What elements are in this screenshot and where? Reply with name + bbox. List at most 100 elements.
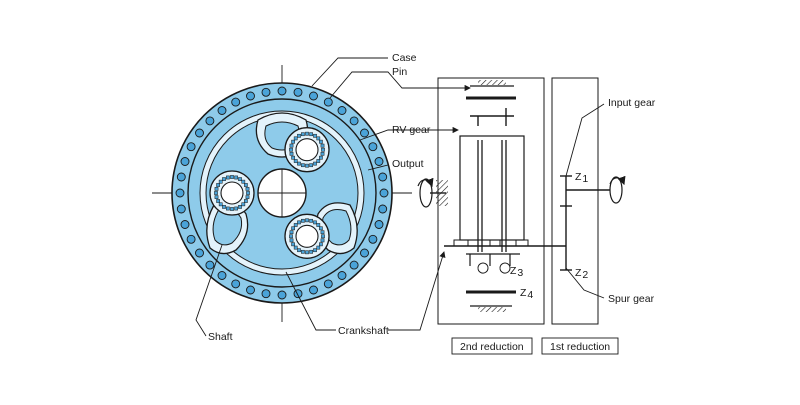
pin bbox=[176, 204, 186, 214]
needle-roller bbox=[313, 161, 317, 166]
box-second-reduction bbox=[451, 337, 533, 355]
needle-roller bbox=[309, 249, 313, 254]
needle-roller bbox=[301, 163, 305, 168]
bearing-2 bbox=[489, 239, 501, 247]
needle-roller bbox=[226, 175, 230, 180]
needle-roller bbox=[289, 143, 294, 148]
pin bbox=[337, 106, 347, 115]
needle-roller bbox=[309, 163, 313, 168]
needle-roller bbox=[291, 139, 295, 144]
needle-roller bbox=[214, 187, 219, 191]
needle-roller bbox=[309, 218, 313, 223]
needle-roller bbox=[222, 177, 226, 181]
pin bbox=[176, 172, 186, 182]
second-reduction-frame bbox=[437, 77, 545, 325]
needle-roller bbox=[316, 245, 321, 250]
pin bbox=[246, 91, 255, 101]
needle-roller bbox=[320, 151, 325, 156]
pin bbox=[349, 260, 359, 270]
needle-roller bbox=[320, 230, 325, 235]
leader-input-gear bbox=[565, 103, 605, 177]
pin bbox=[195, 248, 204, 258]
label-z3: Z3 bbox=[510, 265, 523, 279]
needle-roller bbox=[297, 161, 301, 166]
crankshaft-bearing bbox=[284, 213, 330, 259]
pin bbox=[205, 260, 215, 270]
pin bbox=[378, 204, 388, 214]
crankshaft-bearing bbox=[284, 127, 330, 173]
crank-pin-2 bbox=[499, 262, 511, 274]
needle-roller bbox=[305, 250, 309, 255]
needle-roller bbox=[216, 199, 220, 203]
needle-roller bbox=[291, 226, 295, 231]
labels: Case Pin RV gear Output Input gear Spur … bbox=[208, 52, 656, 355]
label-rv-gear: RV gear bbox=[392, 124, 431, 136]
pin bbox=[374, 157, 384, 166]
label-second-reduction: 2nd reduction bbox=[460, 341, 524, 353]
needle-roller bbox=[297, 133, 301, 138]
needle-roller bbox=[305, 218, 309, 223]
pin bbox=[309, 285, 318, 295]
needle-roller bbox=[313, 248, 317, 253]
needle-roller bbox=[289, 234, 293, 239]
crank-frame bbox=[459, 135, 525, 241]
pin bbox=[379, 188, 389, 198]
label-z4: Z4 bbox=[520, 287, 533, 301]
label-case: Case bbox=[392, 52, 417, 64]
needle-roller bbox=[320, 238, 325, 243]
input-arrow-icon bbox=[609, 175, 626, 186]
label-first-reduction: 1st reduction bbox=[550, 341, 610, 353]
label-pin: Pin bbox=[392, 66, 407, 78]
needle-roller bbox=[316, 136, 321, 141]
needle-roller bbox=[319, 242, 323, 247]
needle-roller bbox=[230, 207, 234, 211]
pin bbox=[277, 86, 287, 96]
needle-roller bbox=[293, 223, 298, 227]
needle-roller bbox=[320, 143, 325, 148]
needle-roller bbox=[319, 139, 323, 144]
needle-roller bbox=[313, 133, 317, 138]
pin bbox=[323, 97, 333, 107]
pin bbox=[368, 234, 378, 244]
label-crankshaft: Crankshaft bbox=[338, 325, 389, 337]
pin bbox=[323, 279, 333, 289]
case-ground-bottom bbox=[478, 307, 506, 312]
pin bbox=[378, 172, 388, 182]
pin bbox=[374, 220, 384, 229]
needle-roller bbox=[245, 195, 250, 199]
needle-roller bbox=[301, 249, 305, 254]
label-output: Output bbox=[392, 158, 424, 170]
needle-roller bbox=[293, 245, 298, 250]
leader-shaft bbox=[195, 244, 223, 337]
pin bbox=[186, 142, 196, 152]
pin bbox=[205, 116, 215, 126]
box-first-reduction bbox=[541, 337, 619, 355]
needle-roller bbox=[234, 206, 238, 211]
pin bbox=[180, 220, 190, 229]
needle-roller bbox=[316, 223, 321, 227]
needle-roller bbox=[214, 195, 219, 199]
pin bbox=[261, 289, 271, 299]
pin bbox=[337, 271, 347, 280]
crankshaft-core bbox=[295, 224, 319, 248]
needle-roller bbox=[293, 159, 298, 163]
bearing-1 bbox=[453, 239, 469, 247]
pin bbox=[231, 279, 241, 289]
needle-roller bbox=[289, 238, 294, 243]
needle-roller bbox=[216, 183, 220, 187]
cross-section-view bbox=[152, 65, 412, 322]
pin bbox=[217, 106, 227, 115]
needle-roller bbox=[238, 177, 242, 181]
leader-case bbox=[311, 57, 388, 87]
pin bbox=[293, 289, 303, 299]
label-z1: Z1 bbox=[575, 171, 588, 185]
leader-pin bbox=[329, 71, 471, 99]
pin-ring bbox=[175, 86, 389, 300]
needle-roller bbox=[241, 202, 246, 207]
needle-roller bbox=[234, 175, 238, 180]
needle-roller bbox=[291, 242, 295, 247]
label-input-gear: Input gear bbox=[608, 97, 656, 109]
leader-crankshaft-right bbox=[388, 251, 446, 331]
needle-roller bbox=[289, 147, 293, 152]
input-rotation-icon bbox=[609, 176, 623, 204]
